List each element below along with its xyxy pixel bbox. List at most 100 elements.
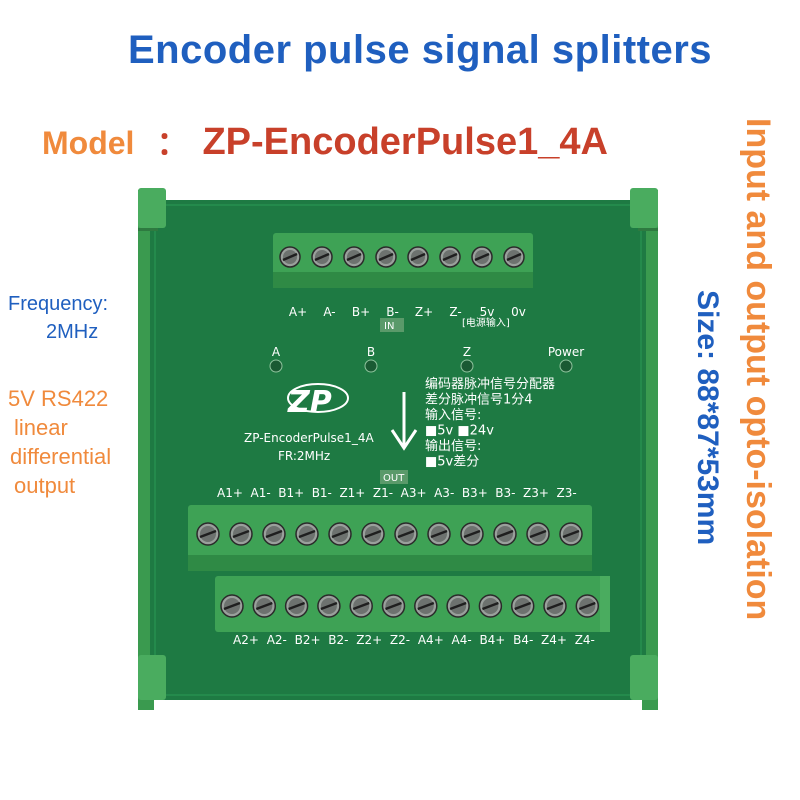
terminal-screw (446, 594, 470, 618)
terminal-label: B2+ (295, 633, 321, 647)
model-colon: ： (156, 125, 189, 161)
housing-cap (630, 188, 658, 228)
terminal-label: A+ (289, 305, 307, 319)
terminal-screw (262, 522, 286, 546)
terminal-label: A1+ (217, 486, 243, 500)
out-label-box (380, 470, 408, 484)
terminal-screw (311, 246, 333, 268)
down-arrow-icon (390, 392, 418, 451)
terminal-screw (317, 594, 341, 618)
terminal-label: Z2- (390, 633, 410, 647)
terminal-screw (510, 594, 535, 618)
terminal-label: Z+ (415, 305, 433, 319)
terminal-screw (220, 594, 244, 618)
terminal-screw (478, 594, 503, 618)
output-description: 5V RS422 linear differential output (8, 384, 111, 500)
led-label: Z (463, 345, 471, 359)
terminal-screw (559, 522, 583, 546)
housing-cap (630, 655, 658, 700)
info-line: 输入信号: (425, 407, 481, 423)
terminal-screw (471, 246, 493, 268)
terminal-screw (575, 594, 600, 618)
in-label-box (380, 318, 404, 332)
terminal-screw (361, 522, 385, 546)
terminal-label: B1- (312, 486, 332, 500)
terminal-label: Z1- (373, 486, 393, 500)
terminal-label: A3+ (401, 486, 427, 500)
terminal-label: B3- (495, 486, 515, 500)
terminal-label: A1- (251, 486, 271, 500)
board-frequency: FR:2MHz (278, 449, 330, 463)
model-value: ZP-EncoderPulse1_4A (202, 121, 608, 163)
housing-cap (138, 655, 166, 700)
terminal-screw (375, 246, 397, 268)
info-line: 编码器脉冲信号分配器 (425, 377, 555, 392)
led-label: Power (548, 345, 584, 359)
terminal-screw (343, 246, 365, 268)
terminal-label: A- (323, 305, 335, 319)
terminal-screw (427, 522, 451, 546)
terminal-screw (503, 246, 525, 268)
terminal-label: Z4- (575, 633, 595, 647)
pcb-edge (154, 204, 642, 696)
info-line: ■5v ■24v (425, 424, 494, 439)
terminal-label: Z1+ (339, 486, 365, 500)
terminal-label: A4+ (418, 633, 444, 647)
terminal-label: Z3+ (523, 486, 549, 500)
terminal-screw (328, 522, 352, 546)
model-row: Model ： ZP-EncoderPulse1_4A (42, 118, 608, 168)
frequency-note: Frequency: 2MHz (8, 290, 108, 346)
terminal-screw (493, 522, 517, 546)
model-label: Model (42, 125, 135, 161)
terminal-label: B3+ (462, 486, 488, 500)
status-led: Z (460, 345, 474, 373)
terminal-screw (394, 522, 418, 546)
terminal-screw (526, 522, 550, 546)
info-line: 输出信号: (425, 438, 481, 454)
output-desc-line: differential (10, 444, 112, 469)
in-label: IN (384, 321, 394, 332)
terminal-screw (295, 522, 319, 546)
terminal-label: B4- (513, 633, 533, 647)
info-line: ■5v差分 (425, 455, 479, 470)
output-desc-line: linear (14, 415, 68, 440)
terminal-label: B+ (352, 305, 370, 319)
power-input-note: [电源输入] (462, 316, 510, 329)
frequency-label: Frequency: (8, 293, 109, 315)
terminal-screw (349, 594, 373, 618)
page-title: Encoder pulse signal splitters (127, 28, 713, 72)
terminal-label: A2+ (233, 633, 259, 647)
terminal-label: Z2+ (356, 633, 382, 647)
terminal-screw (543, 594, 567, 618)
isolation-vertical-text: Input and output opto-isolation (739, 118, 777, 621)
terminal-screw (279, 246, 301, 268)
brand-text: ZP (287, 385, 332, 420)
housing-cap (138, 188, 166, 228)
status-led: Power (548, 345, 584, 373)
terminal-screw (460, 522, 484, 546)
board-model: ZP-EncoderPulse1_4A (244, 431, 374, 445)
terminal-screw (407, 246, 429, 268)
output-desc-line: 5V RS422 (8, 386, 109, 411)
terminal-label: Z- (449, 305, 461, 319)
terminal-label: B1+ (278, 486, 304, 500)
terminal-label: A4- (452, 633, 472, 647)
terminal-label: 0v (511, 305, 526, 319)
led-label: B (367, 345, 375, 359)
terminal-label: A3- (434, 486, 454, 500)
terminal-screw (252, 594, 277, 618)
output-terminal-block-top (188, 505, 592, 563)
brand-logo: ZP (287, 383, 349, 420)
terminal-screw (414, 594, 438, 618)
status-led: A (269, 345, 283, 373)
terminal-label: Z4+ (541, 633, 567, 647)
led-label: A (272, 345, 281, 359)
output-desc-line: output (14, 473, 76, 498)
terminal-label: B2- (328, 633, 348, 647)
out-label: OUT (383, 473, 405, 484)
terminal-label: A2- (267, 633, 287, 647)
terminal-label: Z3- (557, 486, 577, 500)
terminal-screw (284, 594, 309, 618)
terminal-screw (229, 522, 253, 546)
